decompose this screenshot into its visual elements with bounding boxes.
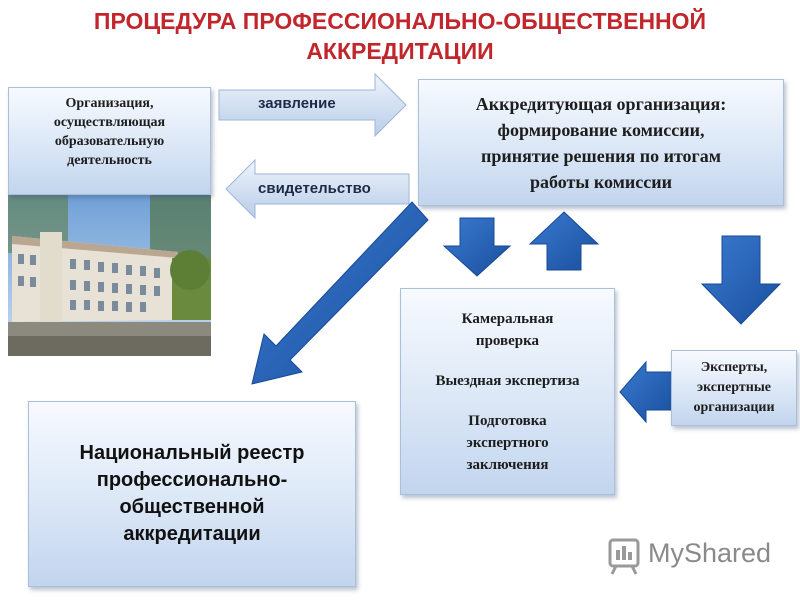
experts-box: Эксперты, экспертные организации bbox=[671, 350, 797, 426]
certificate-arrow bbox=[225, 158, 410, 220]
accreditation-line-1: Аккредитующая организация: bbox=[475, 93, 727, 114]
review-item-desk-audit: Камеральная проверка bbox=[462, 308, 554, 352]
organization-line-2: осуществляющая bbox=[53, 115, 166, 130]
experts-line-2: экспертные bbox=[697, 380, 771, 395]
review-item1-line-1: Камеральная bbox=[461, 310, 554, 327]
review-item-conclusion: Подготовка экспертного заключения bbox=[466, 410, 548, 476]
accreditation-line-4: работы комиссии bbox=[529, 171, 673, 192]
registry-line-1: Национальный реестр bbox=[79, 442, 305, 464]
watermark-text: MyShared bbox=[648, 538, 772, 568]
up-arrow-to-accreditation bbox=[528, 211, 600, 271]
review-item3-line-2: экспертного bbox=[466, 434, 549, 451]
left-arrow-to-review bbox=[619, 360, 673, 424]
review-box: Камеральная проверка Выездная экспертиза… bbox=[400, 288, 615, 495]
experts-line-3: организации bbox=[693, 400, 775, 415]
national-registry-box: Национальный реестр профессионально- общ… bbox=[28, 401, 356, 587]
down-arrow-to-experts bbox=[700, 235, 782, 325]
university-building-image bbox=[8, 193, 211, 356]
application-label: заявление bbox=[258, 95, 336, 112]
organization-line-3: образовательную bbox=[54, 134, 165, 149]
organization-line-1: Организация, bbox=[65, 96, 154, 111]
registry-line-2: профессионально- bbox=[96, 469, 288, 491]
title-line-1: ПРОЦЕДУРА ПРОФЕССИОНАЛЬНО-ОБЩЕСТВЕННОЙ bbox=[93, 8, 707, 34]
organization-box: Организация, осуществляющая образователь… bbox=[8, 87, 211, 195]
registry-line-3: общественной bbox=[119, 496, 265, 518]
organization-line-4: деятельность bbox=[67, 153, 152, 168]
accreditation-organization-box: Аккредитующая организация: формирование … bbox=[418, 79, 784, 206]
review-item-site-visit: Выездная экспертиза bbox=[435, 372, 580, 389]
certificate-label: свидетельство bbox=[258, 180, 371, 197]
registry-line-4: аккредитации bbox=[123, 523, 261, 545]
review-item1-line-2: проверка bbox=[475, 332, 540, 349]
review-item3-line-1: Подготовка bbox=[468, 412, 547, 429]
registry-arrow bbox=[251, 201, 429, 385]
down-arrow-to-review bbox=[442, 217, 512, 277]
accreditation-line-2: формирование комиссии, bbox=[497, 119, 705, 140]
accreditation-line-3: принятие решения по итогам bbox=[480, 145, 721, 166]
page-title: ПРОЦЕДУРА ПРОФЕССИОНАЛЬНО-ОБЩЕСТВЕННОЙ А… bbox=[0, 6, 800, 66]
application-arrow bbox=[218, 72, 407, 138]
experts-line-1: Эксперты, bbox=[700, 360, 768, 375]
title-line-2: АККРЕДИТАЦИИ bbox=[306, 38, 494, 64]
review-item3-line-3: заключения bbox=[466, 456, 549, 473]
